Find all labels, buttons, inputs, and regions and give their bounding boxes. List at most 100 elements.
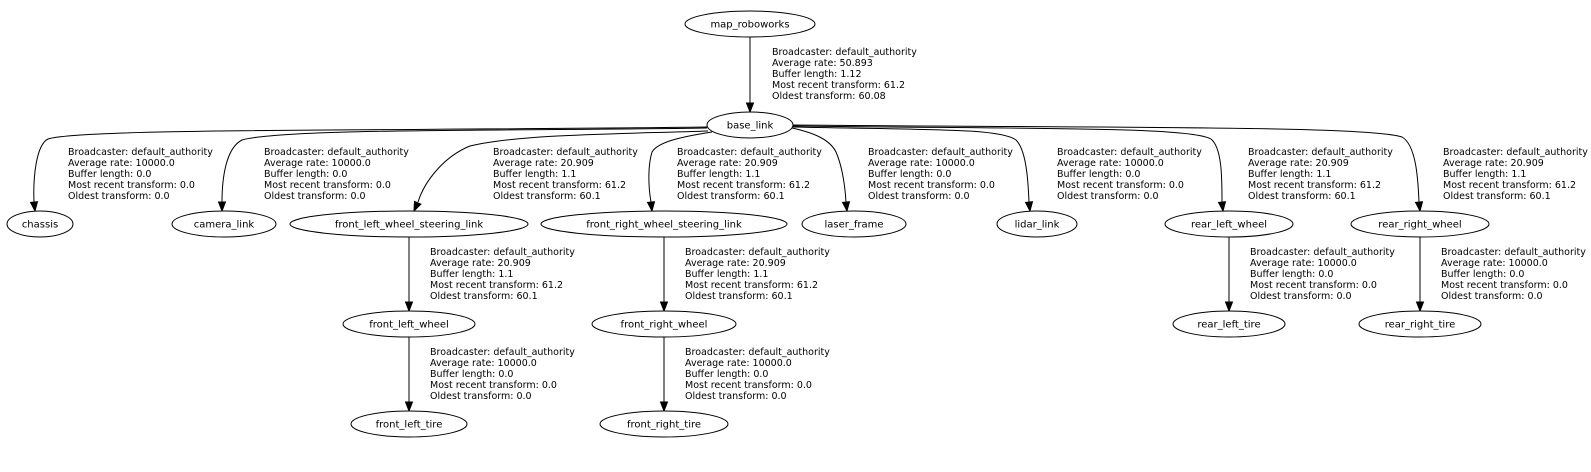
edge-label-line: Oldest transform: 0.0 <box>1057 191 1159 202</box>
edge-label-line: Oldest transform: 60.1 <box>1248 191 1356 202</box>
edge-label-line: Buffer length: 0.0 <box>68 169 151 180</box>
arrowhead <box>404 301 414 313</box>
arrowhead <box>659 401 669 413</box>
edge-label-line: Average rate: 10000.0 <box>1250 258 1357 269</box>
node-camera-link[interactable]: camera_link <box>171 210 277 238</box>
edge-label-line: Broadcaster: default_authority <box>264 147 409 158</box>
edge-label-line: Broadcaster: default_authority <box>430 347 575 358</box>
node-label: front_left_tire <box>376 420 443 431</box>
node-ellipse <box>801 210 907 238</box>
node-rear-left-wheel[interactable]: rear_left_wheel <box>1164 210 1294 238</box>
edge-label-line: Oldest transform: 60.1 <box>1443 191 1551 202</box>
edge-label-line: Broadcaster: default_authority <box>685 247 830 258</box>
edge-label-line: Broadcaster: default_authority <box>1248 147 1393 158</box>
edge-label-line: Most recent transform: 0.0 <box>264 180 391 191</box>
node-front-left-wheel-steering-link[interactable]: front_left_wheel_steering_link <box>289 210 529 238</box>
edge-label-line: Most recent transform: 61.2 <box>1443 180 1576 191</box>
edge-label-line: Most recent transform: 0.0 <box>1250 280 1377 291</box>
node-map-roboworks[interactable]: map_roboworks <box>684 10 816 38</box>
edge-label-line: Average rate: 50.893 <box>772 58 873 69</box>
edge-label-line: Most recent transform: 61.2 <box>1248 180 1381 191</box>
edge-label-line: Oldest transform: 60.1 <box>685 291 793 302</box>
edge-line <box>792 124 1420 203</box>
arrowhead <box>404 401 414 413</box>
arrowhead <box>841 201 851 213</box>
edge-label-line: Buffer length: 1.1 <box>430 269 513 280</box>
node-front-left-wheel[interactable]: front_left_wheel <box>342 310 476 338</box>
arrowhead <box>1217 201 1227 213</box>
arrowhead <box>29 201 39 213</box>
node-rear-right-tire[interactable]: rear_right_tire <box>1358 310 1482 338</box>
edge-label-line: Most recent transform: 0.0 <box>68 180 195 191</box>
edge-label-line: Buffer length: 1.1 <box>493 169 576 180</box>
node-ellipse <box>6 210 74 238</box>
edge-label-line: Oldest transform: 0.0 <box>264 191 366 202</box>
node-ellipse <box>289 210 529 238</box>
edge-label-line: Broadcaster: default_authority <box>1250 247 1395 258</box>
edge-label-line: Most recent transform: 61.2 <box>677 180 810 191</box>
node-front-right-tire[interactable]: front_right_tire <box>599 410 729 438</box>
node-ellipse <box>1358 310 1482 338</box>
edge-label-line: Broadcaster: default_authority <box>493 147 638 158</box>
edge-label-line: Oldest transform: 60.08 <box>772 91 886 102</box>
edge-label-line: Average rate: 20.909 <box>1443 158 1544 169</box>
node-label: front_left_wheel <box>369 320 449 331</box>
edge-label-line: Average rate: 20.909 <box>493 158 594 169</box>
arrowhead <box>1024 201 1034 213</box>
edge-label-line: Buffer length: 1.1 <box>1248 169 1331 180</box>
node-front-right-wheel-steering-link[interactable]: front_right_wheel_steering_link <box>540 210 788 238</box>
edge-label-line: Most recent transform: 61.2 <box>430 280 563 291</box>
node-label: laser_frame <box>824 220 883 231</box>
node-chassis[interactable]: chassis <box>6 210 74 238</box>
node-laser-frame[interactable]: laser_frame <box>801 210 907 238</box>
node-rear-left-tire[interactable]: rear_left_tire <box>1172 310 1286 338</box>
arrowhead <box>413 200 422 213</box>
edge-label-line: Most recent transform: 61.2 <box>772 80 905 91</box>
node-lidar-link[interactable]: lidar_link <box>996 210 1078 238</box>
node-rear-right-wheel[interactable]: rear_right_wheel <box>1350 210 1490 238</box>
edge-label-line: Broadcaster: default_authority <box>772 47 917 58</box>
edge-label-line: Buffer length: 0.0 <box>264 169 347 180</box>
arrowhead <box>659 301 669 313</box>
edge-label-line: Most recent transform: 0.0 <box>685 380 812 391</box>
edge-label-line: Most recent transform: 0.0 <box>1441 280 1568 291</box>
edge-label-line: Buffer length: 1.1 <box>685 269 768 280</box>
edge-line <box>791 127 847 203</box>
edge-label-line: Buffer length: 1.1 <box>677 169 760 180</box>
edge-label-line: Oldest transform: 0.0 <box>685 391 787 402</box>
edge-label-line: Most recent transform: 0.0 <box>1057 180 1184 191</box>
node-front-left-tire[interactable]: front_left_tire <box>350 410 468 438</box>
node-label: rear_left_wheel <box>1191 220 1267 231</box>
edge-label-line: Oldest transform: 0.0 <box>68 191 170 202</box>
node-ellipse <box>1172 310 1286 338</box>
node-label: base_link <box>727 121 774 132</box>
edge-label-line: Average rate: 20.909 <box>430 258 531 269</box>
arrowhead <box>745 102 755 114</box>
edge-label-line: Oldest transform: 0.0 <box>1441 291 1543 302</box>
node-base-link[interactable]: base_link <box>706 111 794 139</box>
edge-label-line: Broadcaster: default_authority <box>1441 247 1586 258</box>
edge-label-line: Buffer length: 1.12 <box>772 69 862 80</box>
node-front-right-wheel[interactable]: front_right_wheel <box>591 310 737 338</box>
node-label: chassis <box>22 220 58 231</box>
